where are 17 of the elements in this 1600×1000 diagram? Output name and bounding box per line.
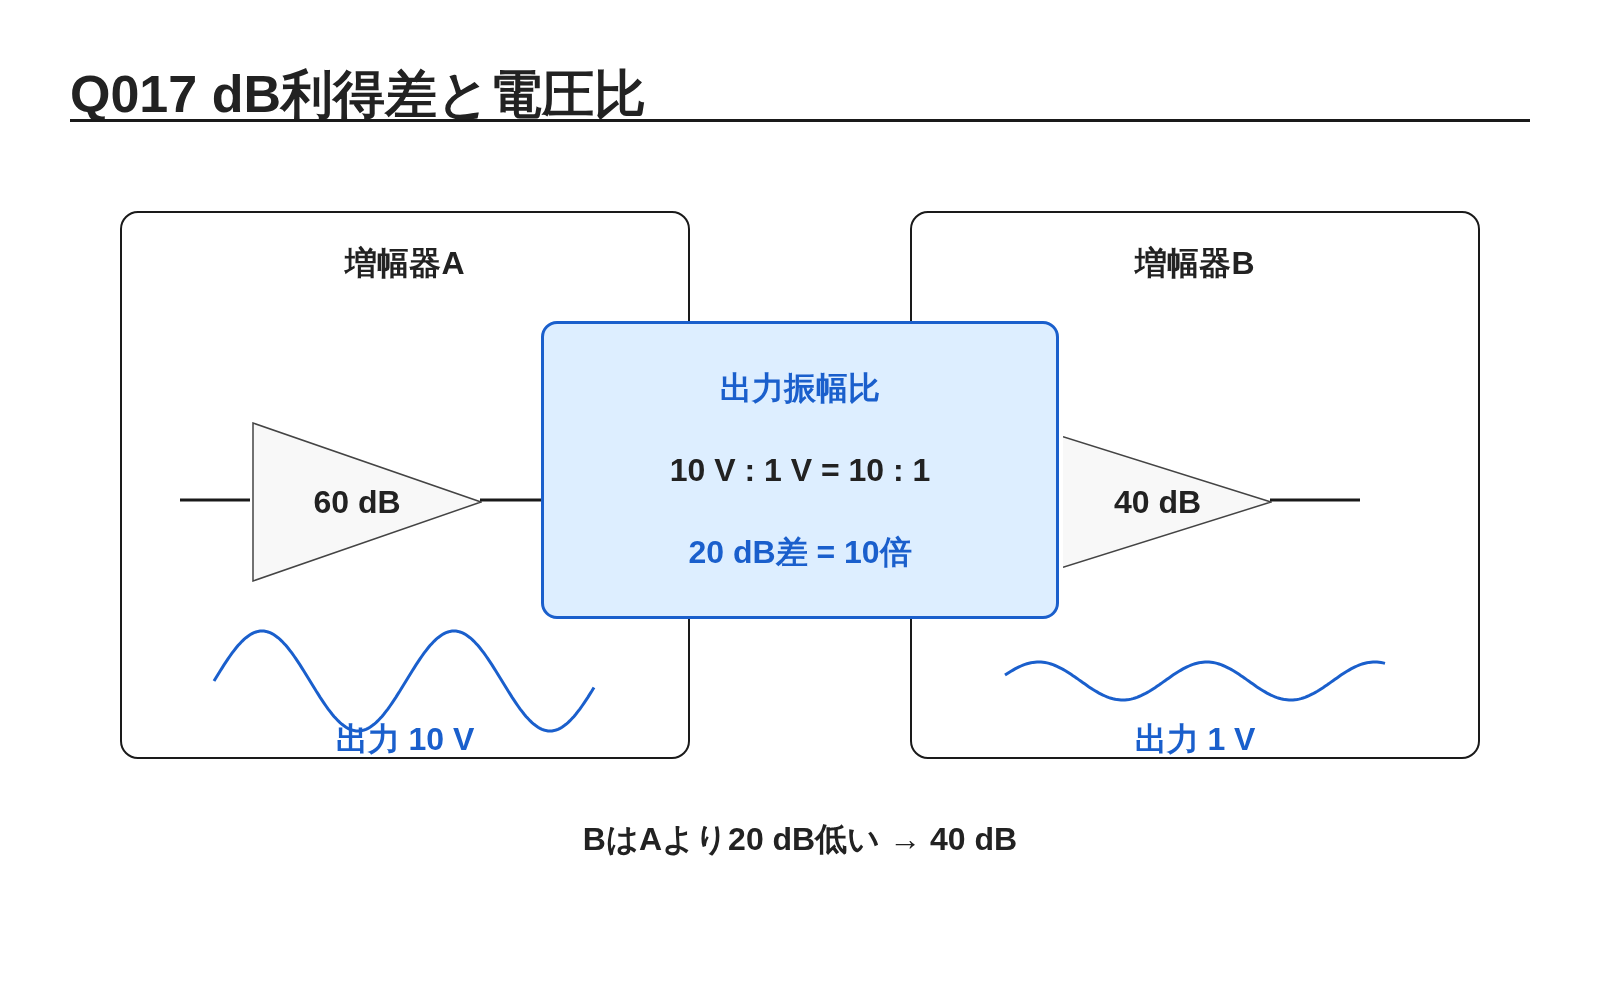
output-label: 出力 1 V	[1134, 720, 1256, 759]
panel-title: 増幅器A	[343, 244, 466, 283]
box-heading: 出力振幅比	[720, 369, 880, 408]
signal-line	[480, 498, 541, 502]
panel-title: 増幅器B	[1133, 244, 1256, 283]
signal-line	[1270, 498, 1360, 502]
output-label: 出力 10 V	[335, 720, 475, 759]
gain-label: 60 dB	[313, 483, 401, 522]
amplifier-triangle	[252, 422, 482, 582]
gain-label: 40 dB	[1113, 483, 1202, 522]
ratio-text: 20 dB差 = 10倍	[688, 533, 912, 572]
amplifier-panel	[910, 211, 1480, 759]
ratio-text: 10 V : 1 V = 10 : 1	[669, 451, 931, 490]
signal-line	[180, 498, 250, 502]
ratio-box	[541, 321, 1059, 619]
conclusion-text: BはAより20 dB低い → 40 dB	[582, 820, 1018, 859]
title: Q017 dB利得差と電圧比	[70, 64, 646, 125]
